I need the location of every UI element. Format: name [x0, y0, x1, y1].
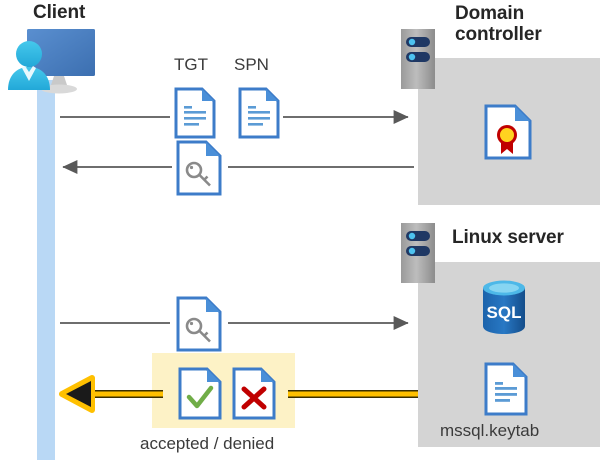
page-title-linux-server: Linux server	[452, 227, 564, 248]
accepted-denied-text: accepted / denied	[140, 434, 275, 453]
page-title-client: Client	[33, 2, 85, 23]
linux-server-label: Linux server	[452, 227, 564, 248]
client-lifeline	[37, 80, 55, 460]
spn-document-icon	[238, 87, 280, 139]
page-title-domain-controller: Domain controller	[455, 3, 542, 46]
key-document-icon-row2	[176, 140, 222, 196]
keytab-document-icon	[484, 362, 528, 416]
server-rack-icon-linux-server	[400, 222, 436, 284]
domain-controller-label-line2: controller	[455, 24, 542, 46]
key-document-icon-row3	[176, 296, 222, 352]
keytab-filename-text: mssql.keytab	[440, 421, 540, 440]
client-label: Client	[33, 2, 86, 23]
denied-document-icon	[232, 367, 276, 420]
accepted-document-icon	[178, 367, 222, 420]
tgt-label-text: TGT	[174, 55, 208, 74]
flow-4-segment-a	[59, 375, 163, 413]
accepted-denied-label: accepted / denied	[140, 434, 274, 454]
spn-label: SPN	[234, 55, 269, 75]
tgt-document-icon	[174, 87, 216, 139]
tgt-label: TGT	[174, 55, 208, 75]
spn-label-text: SPN	[234, 55, 269, 74]
keytab-filename-label: mssql.keytab	[440, 421, 539, 441]
server-rack-icon-domain-controller	[400, 28, 436, 90]
user-computer-icon	[2, 24, 106, 98]
sql-database-icon: SQL	[478, 278, 530, 336]
domain-controller-label-line1: Domain	[455, 3, 525, 24]
sql-icon-text: SQL	[487, 303, 522, 322]
certificate-document-icon	[484, 104, 532, 160]
